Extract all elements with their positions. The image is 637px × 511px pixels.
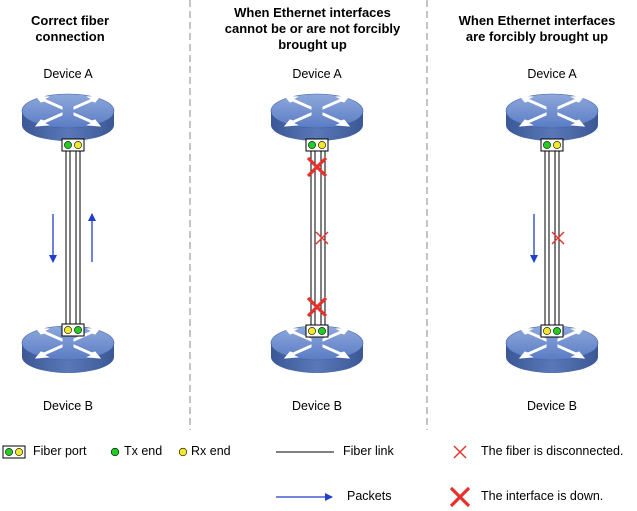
panel1-fiber-link — [65, 146, 81, 327]
panel1-heading-line2: connection — [35, 29, 105, 44]
panel3-device-b-fiber-port — [540, 324, 564, 338]
legend-fiber-disconnected-label: The fiber is disconnected. — [481, 444, 624, 458]
legend-rx-end-label: Rx end — [191, 444, 231, 458]
panel1-device-b-fiber-port — [61, 323, 85, 337]
panel2-device-b-label: Device B — [291, 399, 343, 413]
panel2-heading: When Ethernet interfaces cannot be or ar… — [200, 5, 425, 53]
panel3-heading: When Ethernet interfaces are forcibly br… — [437, 13, 637, 45]
panel3-fiber-disconnected-icon — [551, 231, 565, 245]
panel3-device-a-label: Device A — [527, 67, 577, 81]
panel2-device-a-label: Device A — [292, 67, 342, 81]
panel1-device-a-router-icon — [21, 93, 115, 142]
legend-interface-down-label: The interface is down. — [481, 489, 604, 503]
panel3-heading-line1: When Ethernet interfaces — [458, 13, 616, 28]
panel2-device-a-fiber-port — [305, 138, 329, 152]
panel2-heading-line1: When Ethernet interfaces — [234, 5, 391, 20]
legend-tx-end-label: Tx end — [124, 444, 163, 458]
panel2-fiber-disconnected-icon — [315, 231, 329, 245]
legend-fiber-link-label: Fiber link — [343, 444, 394, 458]
panel1-heading: Correct fiber connection — [0, 13, 140, 45]
panel1-device-a-fiber-port — [61, 138, 85, 152]
panel1-device-b-label: Device B — [42, 399, 94, 413]
legend-interface-down-icon — [449, 486, 471, 508]
panel3-device-a-router-icon — [505, 93, 599, 142]
panel2-device-a-router-icon — [270, 93, 364, 142]
legend-rx-end-icon — [178, 447, 188, 457]
panel1-heading-line1: Correct fiber — [30, 13, 110, 28]
panel3-device-b-label: Device B — [526, 399, 578, 413]
panel2-heading-line3: brought up — [278, 37, 347, 52]
legend-fiber-port-label: Fiber port — [33, 444, 87, 458]
panel3-heading-line2: are forcibly brought up — [465, 29, 609, 44]
legend-fiber-disconnected-icon — [453, 445, 467, 459]
panel1-device-a-label: Device A — [43, 67, 93, 81]
legend-tx-end-icon — [110, 447, 120, 457]
panel3-device-a-fiber-port — [540, 138, 564, 152]
legend-packets-label: Packets — [347, 489, 392, 503]
legend-fiber-port-icon — [2, 445, 26, 459]
panel2-device-b-fiber-port — [305, 324, 329, 338]
panel2-heading-line2: cannot be or are not forcibly — [224, 21, 401, 36]
